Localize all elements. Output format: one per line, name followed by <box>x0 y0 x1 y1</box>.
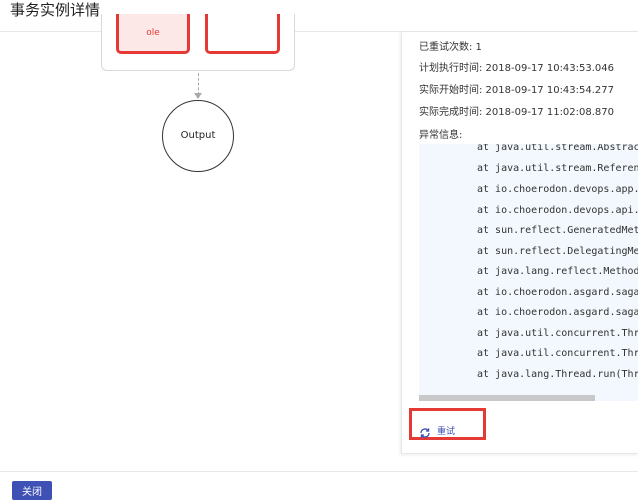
footer-divider <box>0 471 638 472</box>
output-node[interactable]: Output <box>162 100 234 172</box>
page-title: 事务实例详情 <box>10 1 101 19</box>
output-node-label: Output <box>180 130 216 141</box>
stacktrace-line: at io.choerodon.asgard.saga.S <box>477 287 638 298</box>
stacktrace-line: at io.choerodon.devops.api.ev <box>477 205 638 216</box>
refresh-icon <box>419 424 431 438</box>
stacktrace-line: at sun.reflect.DelegatingMeth <box>477 246 638 257</box>
retry-count-text: 已重试次数: 1 <box>419 42 482 53</box>
flow-task-node-failed[interactable]: ole <box>116 14 190 54</box>
stacktrace-line: at java.lang.Thread.run(Threa <box>477 369 638 380</box>
header: 事务实例详情 <box>0 0 638 32</box>
stacktrace-line: at java.util.stream.Reference <box>477 163 638 174</box>
stacktrace-line: at java.util.stream.AbstractP <box>477 144 638 153</box>
stacktrace-line: at io.choerodon.devops.app.se <box>477 184 638 195</box>
flow-connector <box>198 73 199 95</box>
end-time-text: 实际完成时间: 2018-09-17 11:02:08.870 <box>419 107 615 118</box>
task-detail-panel <box>401 32 638 454</box>
flow-task-node-label: ole <box>146 28 160 38</box>
stacktrace-line: at java.util.concurrent.Threa <box>477 328 638 339</box>
retry-button[interactable]: 重试 <box>419 423 456 438</box>
start-time-text: 实际开始时间: 2018-09-17 10:43:54.277 <box>419 85 615 96</box>
close-button[interactable]: 关闭 <box>12 481 52 500</box>
retry-highlight-box <box>409 408 486 440</box>
error-stacktrace-box[interactable]: at java.util.stream.AbstractP at java.ut… <box>419 144 638 401</box>
flow-task-node[interactable] <box>205 14 280 54</box>
arrow-down-icon <box>194 93 202 99</box>
stacktrace-line: at io.choerodon.asgard.saga.S <box>477 307 638 318</box>
horizontal-scrollbar[interactable] <box>419 395 595 401</box>
stacktrace-line: at java.lang.reflect.Method.i <box>477 266 638 277</box>
planned-time-text: 计划执行时间: 2018-09-17 10:43:53.046 <box>419 63 615 74</box>
stacktrace-line: at java.util.concurrent.Threa <box>477 348 638 359</box>
retry-label: 重试 <box>437 426 456 437</box>
stacktrace-line: at sun.reflect.GeneratedMetho <box>477 225 638 236</box>
error-label: 异常信息: <box>419 130 463 141</box>
